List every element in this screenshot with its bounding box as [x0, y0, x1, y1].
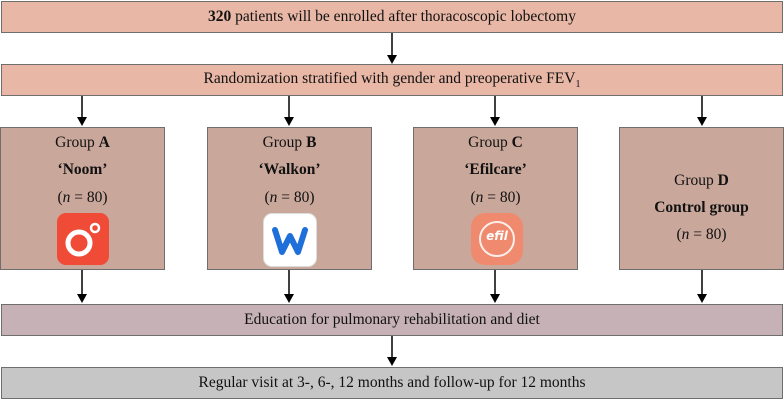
group-a-title: Group A	[55, 134, 110, 151]
enrollment-description: patients will be enrolled after thoracos…	[231, 8, 576, 25]
walkon-app-icon	[263, 213, 317, 267]
arrow-group-d-to-education	[697, 270, 707, 303]
noom-app-icon	[57, 213, 109, 265]
enrollment-box: 320 patients will be enrolled after thor…	[1, 1, 783, 33]
group-b-name: ‘Walkon’	[258, 161, 321, 178]
group-c-name: ‘Efilcare’	[464, 161, 527, 178]
education-box: Education for pulmonary rehabilitation a…	[1, 304, 783, 336]
group-b-title: Group B	[262, 134, 317, 151]
efilcare-icon-text: efil	[486, 229, 508, 243]
group-c-n: (n = 80)	[470, 189, 521, 206]
group-a-name: ‘Noom’	[57, 161, 108, 178]
arrow-to-group-d	[697, 96, 707, 126]
efilcare-app-icon: efil	[471, 213, 523, 265]
group-a-box: Group A ‘Noom’ (n = 80)	[0, 127, 165, 270]
arrow-group-c-to-education	[490, 270, 500, 303]
group-d-title: Group D	[674, 172, 729, 189]
regular-visit-box: Regular visit at 3-, 6-, 12 months and f…	[1, 367, 783, 399]
group-a-n: (n = 80)	[57, 189, 108, 206]
randomization-text: Randomization stratified with gender and…	[203, 69, 581, 91]
education-text: Education for pulmonary rehabilitation a…	[244, 311, 540, 328]
arrow-to-group-c	[490, 96, 500, 126]
group-d-n: (n = 80)	[676, 226, 727, 243]
group-d-box: Group D Control group (n = 80)	[619, 127, 784, 270]
arrow-enrollment-to-randomization	[387, 33, 397, 64]
arrow-group-b-to-education	[284, 270, 294, 303]
enrollment-text: 320 patients will be enrolled after thor…	[208, 8, 576, 26]
group-b-n: (n = 80)	[264, 189, 315, 206]
group-b-box: Group B ‘Walkon’ (n = 80)	[207, 127, 372, 270]
group-c-box: Group C ‘Efilcare’ (n = 80) efil	[413, 127, 578, 270]
randomization-box: Randomization stratified with gender and…	[1, 64, 783, 96]
group-c-title: Group C	[468, 134, 523, 151]
arrow-to-group-b	[284, 96, 294, 126]
regular-visit-text: Regular visit at 3-, 6-, 12 months and f…	[198, 374, 586, 391]
arrow-group-a-to-education	[77, 270, 87, 303]
arrow-to-group-a	[77, 96, 87, 126]
enrollment-count: 320	[207, 8, 232, 25]
arrow-education-to-regular	[387, 336, 397, 366]
group-d-name: Control group	[654, 199, 749, 216]
